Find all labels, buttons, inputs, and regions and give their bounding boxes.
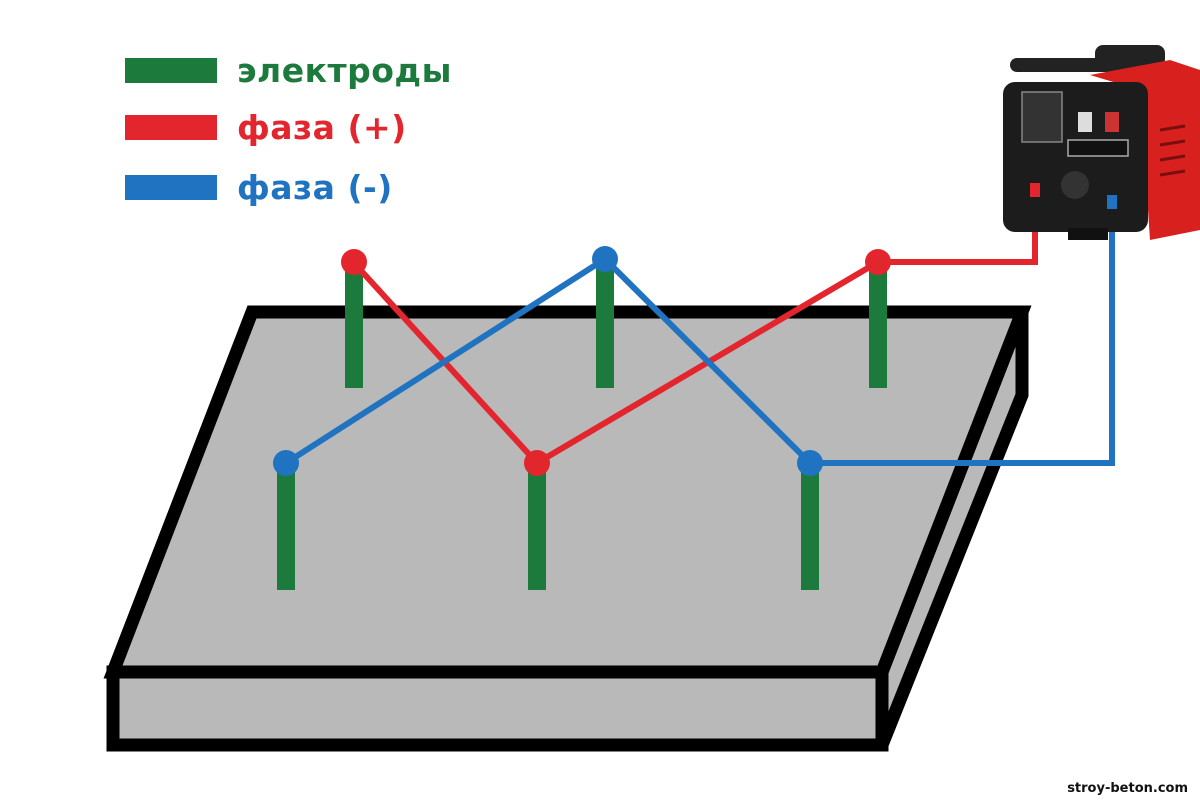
legend-swatch-blue [125,174,217,200]
concrete-slab [103,305,1032,752]
electrode [277,463,295,590]
connection-node [797,450,823,476]
connection-node [341,249,367,275]
connection-node [865,249,891,275]
legend-phase-plus: фаза (+) [125,108,407,147]
welding-machine-icon [1003,45,1200,240]
connection-node [592,246,618,272]
legend-electrodes: электроды [125,51,452,90]
legend-phase-minus: фаза (-) [125,168,393,207]
slab-top-face [103,305,1032,679]
slab-front-face [106,665,889,752]
connection-node [273,450,299,476]
electrode [596,259,614,388]
legend-label: электроды [237,50,452,90]
connection-node [524,450,550,476]
legend-label: фаза (-) [237,167,393,207]
electrode [801,463,819,590]
legend-swatch-red [125,114,217,140]
legend-label: фаза (+) [237,107,407,147]
watermark: stroy-beton.com [1067,781,1188,796]
legend-swatch-green [125,57,217,83]
electrode [528,463,546,590]
electrode [869,262,887,388]
electrode [345,262,363,388]
